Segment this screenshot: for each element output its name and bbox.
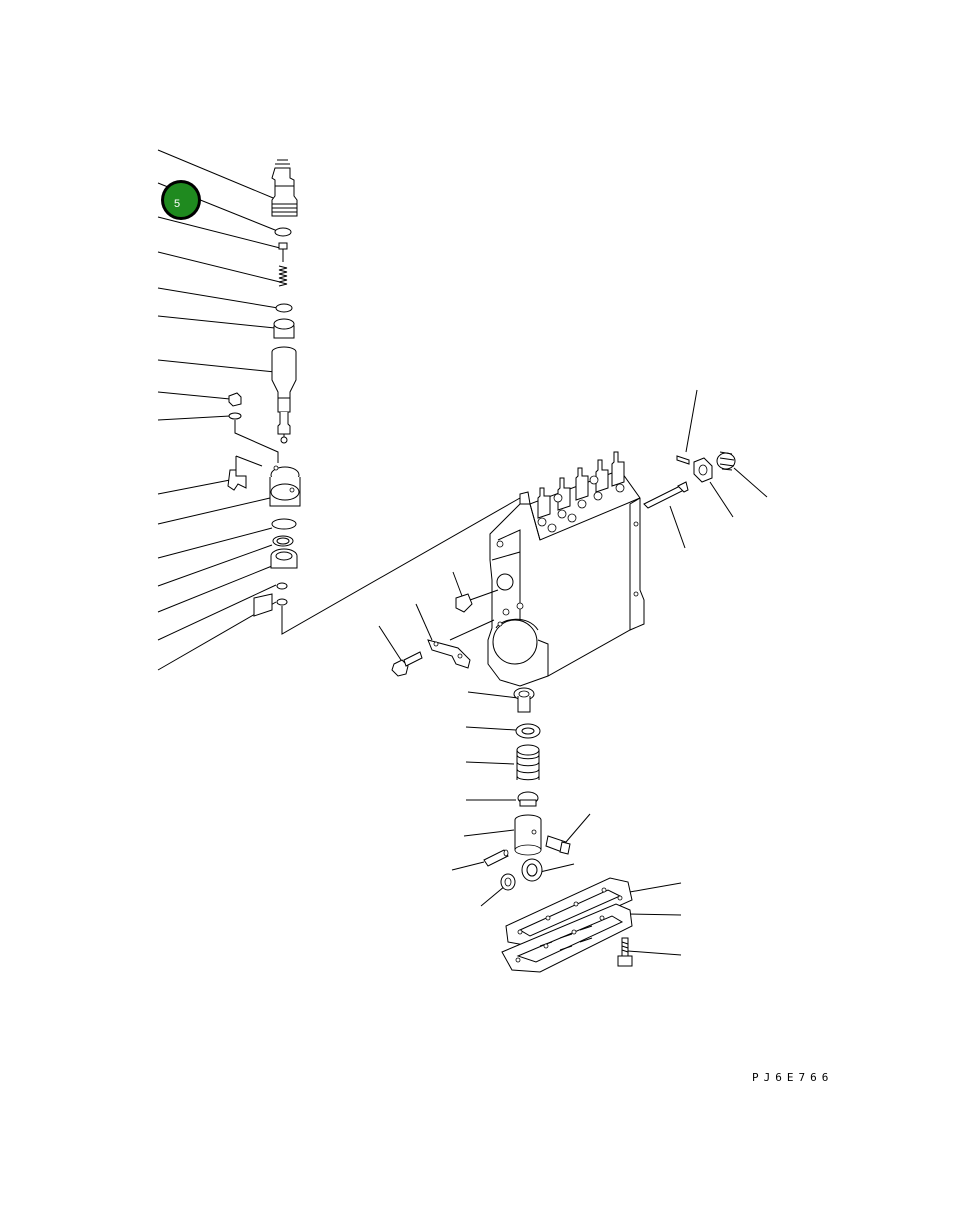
valve-seat — [273, 318, 295, 339]
clamp-bracket — [227, 455, 263, 491]
callout-badge[interactable]: 5 — [161, 180, 201, 220]
pin — [676, 455, 690, 465]
spring-seat — [270, 548, 298, 569]
bracket-plate — [427, 619, 495, 669]
washer — [275, 303, 293, 313]
cover-plate — [501, 903, 633, 973]
seal-ring — [276, 598, 288, 606]
gasket-ring — [274, 227, 292, 237]
plug-screw-leader — [733, 467, 768, 498]
left-leader-lines — [157, 149, 281, 671]
bushing — [500, 873, 516, 891]
pin-leader — [685, 389, 698, 453]
callout-number: 5 — [174, 198, 180, 210]
retainer-ring — [272, 535, 294, 547]
lower-leader-lines — [451, 691, 682, 956]
callout-badge-fill — [164, 183, 198, 217]
block-leader — [452, 571, 463, 597]
assembly-connector — [281, 497, 521, 635]
small-washer — [228, 412, 242, 420]
tappet — [514, 814, 542, 856]
pump-housing — [269, 465, 301, 507]
drawing-code: PJ6E766 — [752, 1071, 834, 1084]
bolt — [391, 651, 423, 677]
delivery-holder — [271, 159, 298, 217]
plug-screw — [716, 451, 736, 471]
adjusting-block — [455, 589, 499, 613]
control-rack — [643, 481, 689, 509]
guide-bolt — [545, 835, 571, 855]
rack-leader — [669, 505, 686, 549]
plunger-spring — [516, 744, 540, 781]
roller — [521, 858, 543, 882]
cover-bolt — [617, 937, 633, 967]
o-ring — [271, 518, 297, 530]
cover-gasket — [505, 877, 633, 947]
injection-pump-body — [487, 451, 645, 687]
bracket-leader — [415, 603, 433, 641]
connector-line — [234, 420, 279, 463]
lower-spring-seat — [517, 791, 539, 807]
lower-washer — [515, 723, 541, 739]
plug-nut-leader — [709, 481, 734, 518]
plunger-barrel — [271, 346, 297, 444]
bolt-leader — [378, 625, 402, 661]
small-o-ring — [276, 582, 288, 590]
nut — [228, 392, 242, 407]
roller-pin — [483, 849, 509, 867]
valve-spring — [278, 242, 288, 287]
plug-nut — [693, 457, 713, 483]
shim-plate — [253, 593, 273, 617]
upper-spring-seat — [513, 687, 535, 713]
